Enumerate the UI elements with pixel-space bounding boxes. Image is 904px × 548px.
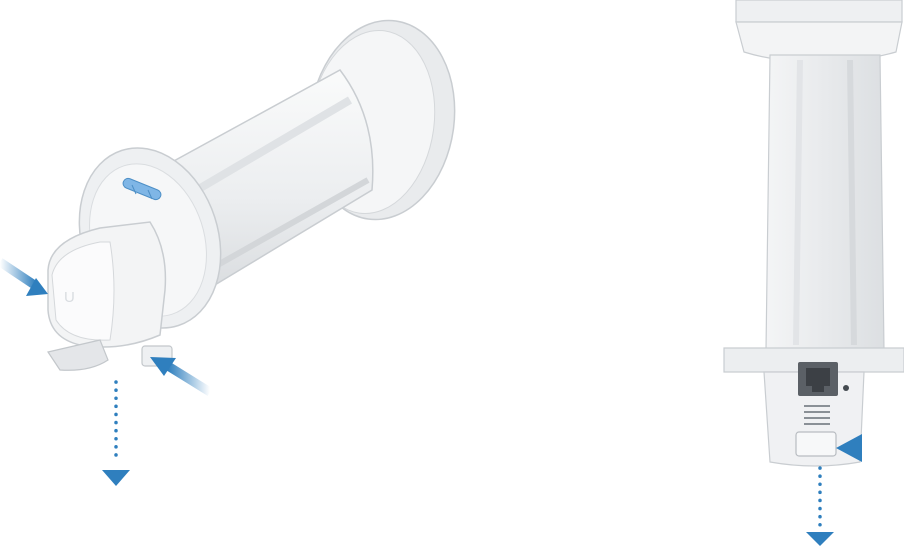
device-logo: U (64, 289, 75, 306)
latch-tab-bottom (796, 432, 836, 456)
left-mount-view: U (0, 11, 467, 486)
press-arrow-right-icon (150, 357, 210, 392)
top-cap (736, 0, 902, 22)
press-arrow-left-icon (0, 262, 48, 296)
pull-down-arrow-icon (102, 382, 130, 486)
column-rib-left (796, 60, 800, 345)
ethernet-port-icon (798, 362, 838, 396)
led-indicator (843, 385, 849, 391)
latch-clip (48, 340, 108, 370)
pull-down-arrow-bottom-icon (806, 468, 834, 546)
column-rib-right (850, 60, 854, 345)
column-body (766, 55, 884, 350)
right-mount-view (724, 0, 904, 546)
